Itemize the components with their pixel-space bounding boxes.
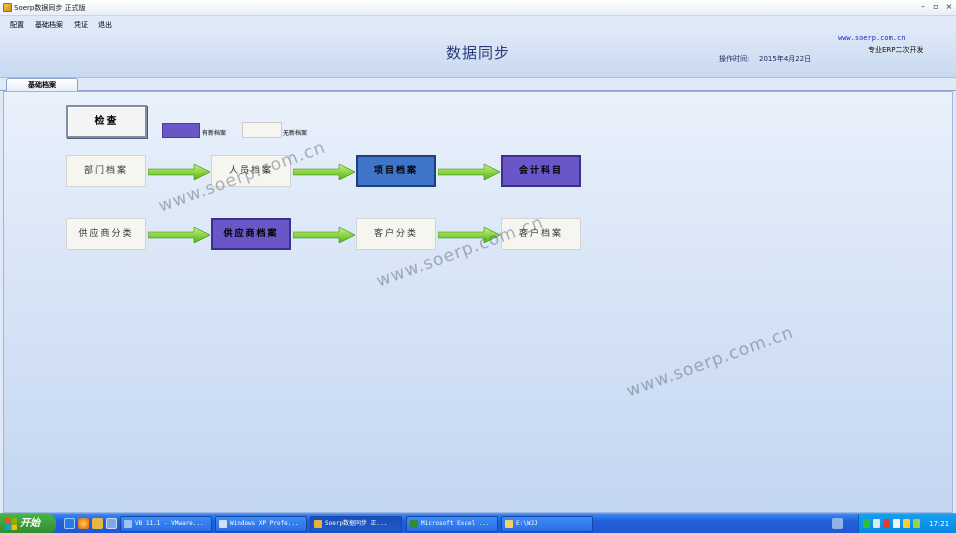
task-vmware[interactable]: VB 11.1 - VMware... [120, 516, 212, 532]
title-bar: Soerp数据同步 正式版 – ▫ × [0, 0, 956, 16]
legend-new-label: 有新档案 [202, 130, 227, 137]
start-button[interactable]: 开始 [0, 514, 56, 533]
op-time-label: 操作时间: [719, 55, 750, 63]
flow-arrow-icon [293, 164, 355, 180]
window-title: Soerp数据同步 正式版 [14, 4, 86, 12]
menu-basic-archive[interactable]: 基础档案 [35, 21, 63, 29]
task-excel[interactable]: Microsoft Excel ... [406, 516, 498, 532]
site-link[interactable]: www.soerp.com.cn [838, 34, 906, 42]
flow-arrow-icon [438, 164, 500, 180]
legend-new-swatch [162, 123, 200, 138]
antivirus-icon[interactable] [883, 519, 890, 528]
soerp-icon [314, 520, 322, 528]
windows-flag-icon [5, 518, 17, 530]
check-button[interactable]: 检查 [66, 105, 147, 138]
start-label: 开始 [20, 518, 40, 529]
vmware-icon [124, 520, 132, 528]
tray-icon[interactable] [873, 519, 880, 528]
node-customer-category[interactable]: 客户分类 [356, 218, 436, 250]
tray-expand-icon[interactable] [832, 518, 843, 529]
window-icon [219, 520, 227, 528]
flow-arrow-icon [438, 227, 500, 243]
node-customer[interactable]: 客户档案 [501, 218, 581, 250]
task-soerp[interactable]: Soerp数据同步 正... [310, 516, 402, 532]
header-band: 数据同步 操作时间: 2015年4月22日 www.soerp.com.cn 专… [0, 30, 956, 78]
app-icon[interactable] [92, 518, 103, 529]
tray-icon[interactable] [913, 519, 920, 528]
watermark: www.soerp.com.cn [623, 322, 797, 402]
tab-basic-archive[interactable]: 基础档案 [6, 78, 78, 91]
menu-exit[interactable]: 退出 [98, 21, 112, 29]
node-supplier[interactable]: 供应商档案 [211, 218, 291, 250]
menu-voucher[interactable]: 凭证 [74, 21, 88, 29]
maximize-button[interactable]: ▫ [933, 2, 939, 11]
op-time-value: 2015年4月22日 [759, 55, 812, 63]
close-button[interactable]: × [945, 2, 953, 11]
legend-none-label: 无新档案 [283, 130, 308, 137]
volume-icon[interactable] [893, 519, 900, 528]
folder-icon [505, 520, 513, 528]
tab-row: 基础档案 [0, 78, 956, 91]
system-tray [858, 514, 956, 533]
task-windows-xp[interactable]: Windows XP Profe... [215, 516, 307, 532]
browser-icon[interactable] [78, 518, 89, 529]
security-icon[interactable] [903, 519, 910, 528]
node-department[interactable]: 部门档案 [66, 155, 146, 187]
app-icon [3, 3, 12, 12]
network-icon[interactable] [863, 519, 870, 528]
node-personnel[interactable]: 人员档案 [211, 155, 291, 187]
node-account-subject[interactable]: 会计科目 [501, 155, 581, 187]
main-panel: 检查 有新档案 无新档案 部门档案 人员档案 项目档案 会计科目 供应商分类 供… [3, 91, 953, 513]
task-explorer[interactable]: E:\WJJ [501, 516, 593, 532]
window-icon[interactable] [106, 518, 117, 529]
minimize-button[interactable]: – [921, 2, 925, 11]
node-project[interactable]: 项目档案 [356, 155, 436, 187]
page-title: 数据同步 [445, 44, 510, 62]
slogan: 专业ERP二次开发 [868, 46, 924, 54]
flow-arrow-icon [148, 164, 210, 180]
clock: 17:21 [929, 520, 950, 528]
excel-icon [410, 520, 418, 528]
menu-config[interactable]: 配置 [10, 21, 24, 29]
flow-arrow-icon [148, 227, 210, 243]
menu-bar: 配置 基础档案 凭证 退出 [0, 16, 956, 30]
node-supplier-category[interactable]: 供应商分类 [66, 218, 146, 250]
flow-arrow-icon [293, 227, 355, 243]
taskbar: 开始 VB 11.1 - VMware... Windows XP Profe.… [0, 513, 956, 533]
legend-none-swatch [242, 122, 282, 138]
show-desktop-icon[interactable] [64, 518, 75, 529]
